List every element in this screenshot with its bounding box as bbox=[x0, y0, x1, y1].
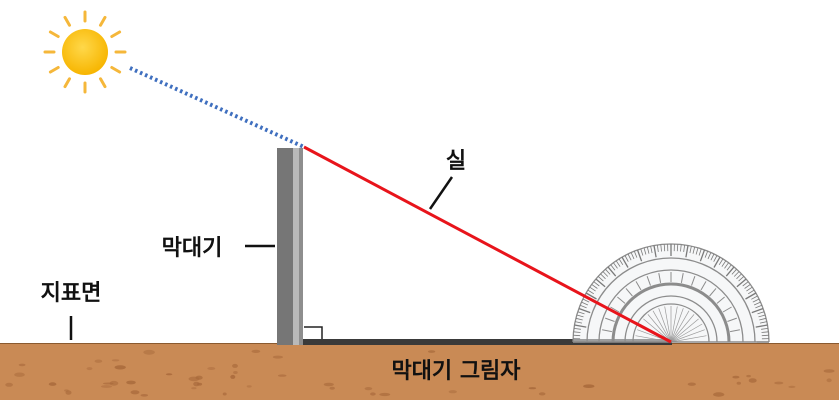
sunlight-line bbox=[129, 66, 305, 149]
sun-icon bbox=[43, 10, 127, 94]
string-leader-line bbox=[428, 176, 454, 210]
stick-shadow-label: 막대기 그림자 bbox=[391, 359, 521, 384]
string-label: 실 bbox=[446, 149, 466, 174]
stick-label: 막대기 bbox=[162, 236, 223, 261]
string-line bbox=[303, 145, 672, 344]
ground-surface bbox=[0, 343, 839, 400]
protractor-icon bbox=[572, 243, 770, 343]
stick bbox=[277, 148, 303, 345]
stick-shadow bbox=[298, 339, 672, 345]
right-angle-marker bbox=[304, 326, 323, 339]
ground-specks bbox=[5, 349, 835, 397]
ground-surface-label: 지표면 bbox=[41, 281, 102, 306]
